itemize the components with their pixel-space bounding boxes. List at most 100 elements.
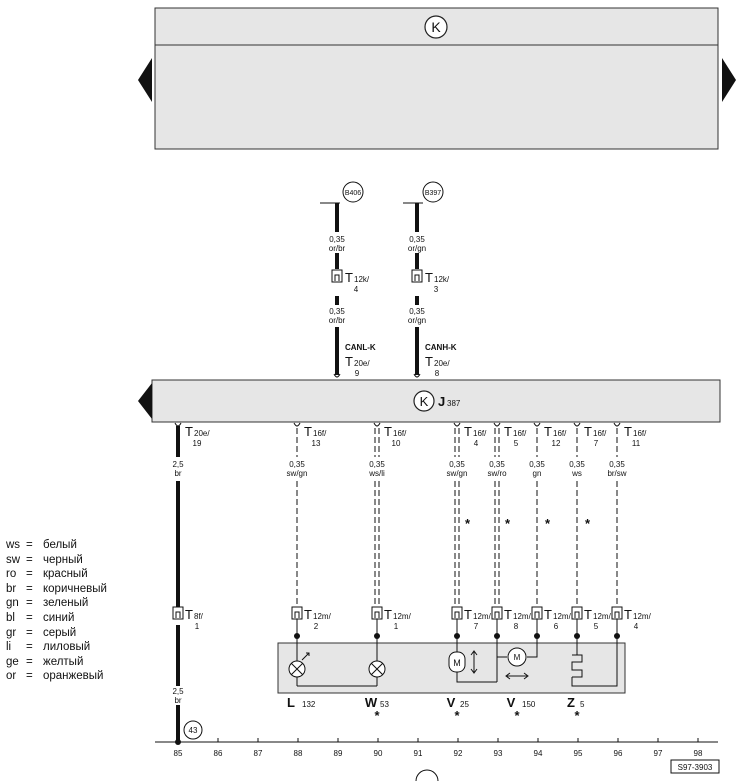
- ground-ref-circle: [183, 720, 203, 740]
- module-name: J: [438, 394, 445, 409]
- ruler-number: 91: [414, 749, 423, 758]
- connector-sub: 8f/: [194, 612, 204, 621]
- connector-pin-icon: [614, 611, 620, 618]
- wire-size: 0,35: [329, 235, 345, 244]
- component-name: V: [507, 695, 516, 710]
- legend-equals: =: [26, 539, 33, 551]
- connector-label: T: [425, 270, 433, 285]
- connector-label: T: [464, 424, 472, 439]
- junction-dot: [294, 633, 300, 639]
- optional-asterisk: *: [454, 708, 460, 723]
- legend-row: bl = синий: [6, 611, 107, 626]
- bus-label: CANH-K: [425, 343, 457, 352]
- connector-pin-box: [411, 269, 423, 283]
- connector-pin-icon: [374, 611, 380, 618]
- connector-pin: 3: [434, 285, 439, 294]
- pin-socket-icon: [373, 422, 381, 427]
- heater-z5-icon: [571, 654, 583, 678]
- legend-code: li: [6, 641, 12, 654]
- legend-code: ro: [6, 568, 17, 581]
- connector-sub: 16f/: [633, 429, 647, 438]
- optional-asterisk: *: [545, 516, 551, 531]
- optional-asterisk: *: [505, 516, 511, 531]
- connector-pin: 8: [435, 369, 440, 378]
- ruler-number: 93: [494, 749, 503, 758]
- page-forward-arrow-icon[interactable]: [722, 58, 736, 102]
- component-name: W: [365, 695, 378, 710]
- connector-label: T: [345, 354, 353, 369]
- connector-pin: 2: [314, 622, 319, 631]
- component-sub: 132: [302, 700, 316, 709]
- connector-pin-icon: [334, 274, 340, 281]
- junction-dot: [454, 633, 460, 639]
- legend-name: серый: [43, 626, 77, 639]
- pin-socket-icon: [333, 373, 341, 378]
- legend-code: sw: [6, 553, 21, 566]
- connector-sub: 16f/: [513, 429, 527, 438]
- b406-ref-label: B406: [345, 190, 361, 197]
- connector-label: T: [425, 354, 433, 369]
- connector-pin: 7: [594, 439, 599, 448]
- module-j387-box: [151, 379, 721, 423]
- wire-size: 2,5: [172, 460, 184, 469]
- wire-size: 0,35: [529, 460, 545, 469]
- connector-sub: 16f/: [473, 429, 487, 438]
- legend-name: красный: [43, 568, 88, 581]
- connector-sub: 16f/: [313, 429, 327, 438]
- legend-equals: =: [26, 670, 33, 683]
- connector-label: T: [464, 607, 472, 622]
- legend-code: ws: [6, 539, 21, 551]
- connector-sub: 12k/: [354, 275, 370, 284]
- figure-code-box: [670, 759, 720, 774]
- wire-size: 0,35: [609, 460, 625, 469]
- legend-equals: =: [26, 611, 33, 624]
- connector-sub: 12m/: [513, 612, 532, 621]
- wire-color: or/br: [329, 244, 346, 253]
- connector-pin: 4: [634, 622, 639, 631]
- motor-v150-icon: [507, 647, 527, 667]
- optional-asterisk: *: [574, 708, 580, 723]
- legend-code: bl: [6, 611, 15, 624]
- legend-row: ge=желтый: [6, 655, 107, 670]
- connector-label: T: [624, 607, 632, 622]
- connector-pin: 1: [394, 622, 399, 631]
- module-back-arrow-icon[interactable]: [138, 383, 152, 419]
- connector-pin-box: [371, 606, 383, 620]
- legend-row: sw=черный: [6, 553, 107, 568]
- legend-equals: =: [26, 641, 33, 654]
- connector-sub: 20e/: [434, 359, 450, 368]
- connector-sub: 12m/: [313, 612, 332, 621]
- connector-pin: 13: [312, 439, 321, 448]
- legend-name: оранжевый: [43, 670, 104, 683]
- connector-pin: 19: [193, 439, 202, 448]
- page-back-arrow-icon[interactable]: [138, 58, 152, 102]
- legend-name: синий: [43, 611, 75, 624]
- connector-label: T: [544, 424, 552, 439]
- connector-sub: 12m/: [473, 612, 492, 621]
- connector-pin-box: [611, 606, 623, 620]
- connector-pin-box: [451, 606, 463, 620]
- ruler-number: 86: [214, 749, 223, 758]
- legend-code: br: [6, 582, 17, 595]
- connector-label: T: [185, 424, 193, 439]
- junction-dot: [534, 633, 540, 639]
- connector-sub: 16f/: [393, 429, 407, 438]
- ground-ref-label: 43: [189, 726, 198, 735]
- connector-pin-icon: [414, 274, 420, 281]
- component-sub: 150: [522, 700, 536, 709]
- pin-socket-icon: [573, 422, 581, 427]
- wire-color: or/gn: [408, 244, 426, 253]
- wire-size: 0,35: [409, 307, 425, 316]
- connector-label: T: [304, 424, 312, 439]
- connector-pin-box: [291, 606, 303, 620]
- connector-label: T: [384, 607, 392, 622]
- pin-socket-icon: [493, 422, 501, 427]
- ruler-number: 96: [614, 749, 623, 758]
- wire-color: br: [174, 696, 181, 705]
- connector-pin: 5: [514, 439, 519, 448]
- legend-equals: =: [26, 626, 33, 639]
- legend-row: gn=зеленый: [6, 596, 107, 611]
- figure-code: S97-3903: [678, 763, 713, 772]
